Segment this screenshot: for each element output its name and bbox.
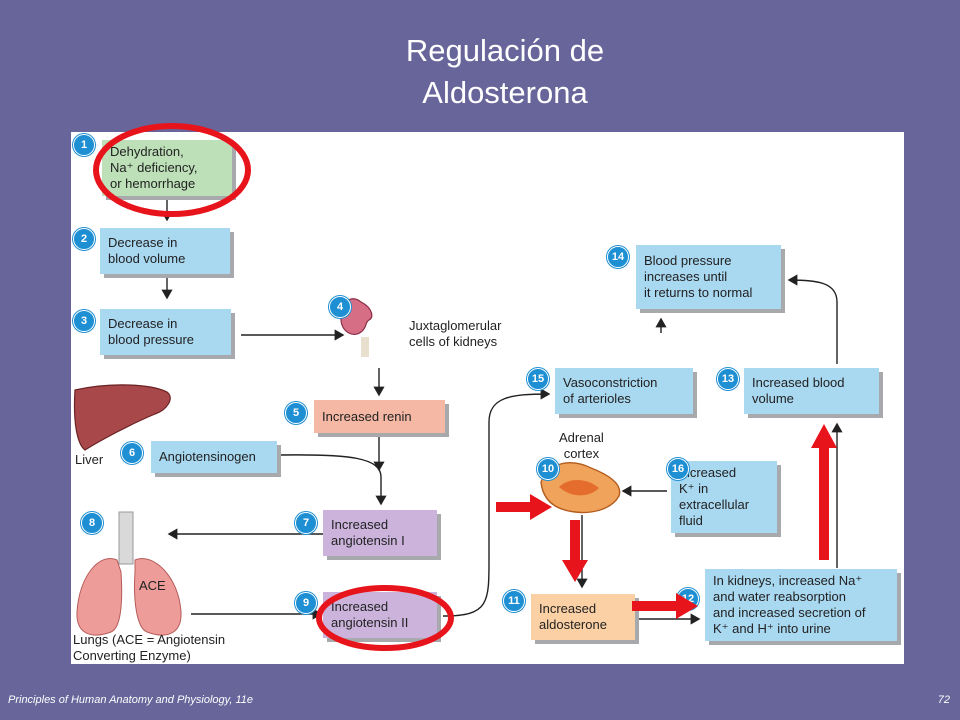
footer-source: Principles of Human Anatomy and Physiolo… (8, 694, 253, 706)
step-5-number: 5 (285, 402, 307, 424)
step-14-number: 14 (607, 246, 629, 268)
step-8-number: 8 (81, 512, 103, 534)
step-13-number: 13 (717, 368, 739, 390)
arrow-13-14 (787, 274, 838, 364)
slide-title: Regulación de Aldosterona (405, 33, 605, 110)
highlight-circle-step-1 (93, 123, 251, 217)
arrow-6-7 (280, 454, 387, 506)
ace-label: ACE (139, 578, 166, 593)
step-6-number: 6 (121, 442, 143, 464)
step-3-number: 3 (73, 310, 95, 332)
step-9-number: 9 (295, 592, 317, 614)
highlight-circle-step-9 (316, 585, 454, 651)
step-9-box: Increased angiotensin II (323, 592, 437, 638)
step-1-box: Dehydration, Na⁺ deficiency, or hemorrha… (102, 140, 232, 196)
step-7-number: 7 (295, 512, 317, 534)
step-11-box: Increased aldosterone (531, 594, 635, 640)
step-15-number: 15 (527, 368, 549, 390)
step-14-box: Blood pressure increases until it return… (636, 245, 781, 309)
red-arrow-up-blood-volume (811, 424, 837, 560)
page-number: 72 (937, 694, 950, 706)
step-3-box: Decrease in blood pressure (100, 309, 231, 355)
step-2-number: 2 (73, 228, 95, 250)
liver-label: Liver (75, 452, 104, 467)
red-arrow-down-aldosterone (562, 520, 588, 582)
lungs-icon (76, 511, 182, 636)
step-7-box: Increased angiotensin I (323, 510, 437, 556)
step-2-box: Decrease in blood volume (100, 228, 230, 274)
step-15-box: Vasoconstriction of arterioles (555, 368, 693, 414)
diagram-arrows (73, 198, 843, 636)
step-12-box: In kidneys, increased Na⁺ and water reab… (705, 569, 897, 641)
red-arrow-to-adrenal (496, 494, 552, 520)
step-16-box: Increased K⁺ in extracellular fluid (671, 461, 777, 533)
arrow-9-15 (442, 388, 551, 617)
step-11-number: 11 (503, 590, 525, 612)
step-4-number: 4 (329, 296, 351, 318)
liver-icon (73, 384, 171, 451)
diagram-panel: Dehydration, Na⁺ deficiency, or hemorrha… (71, 132, 904, 664)
step-4-label: Juxtaglomerular cells of kidneys (409, 318, 502, 349)
step-13-box: Increased blood volume (744, 368, 879, 414)
step-16-number: 16 (667, 458, 689, 480)
step-1-number: 1 (73, 134, 95, 156)
red-arrow-to-kidneys (632, 593, 698, 619)
adrenal-caption: Adrenal cortex (559, 430, 604, 461)
lungs-caption: Lungs (ACE = Angiotensin Converting Enzy… (73, 632, 226, 663)
step-5-box: Increased renin (314, 400, 445, 433)
step-10-number: 10 (537, 458, 559, 480)
step-6-box: Angiotensinogen (151, 441, 277, 473)
